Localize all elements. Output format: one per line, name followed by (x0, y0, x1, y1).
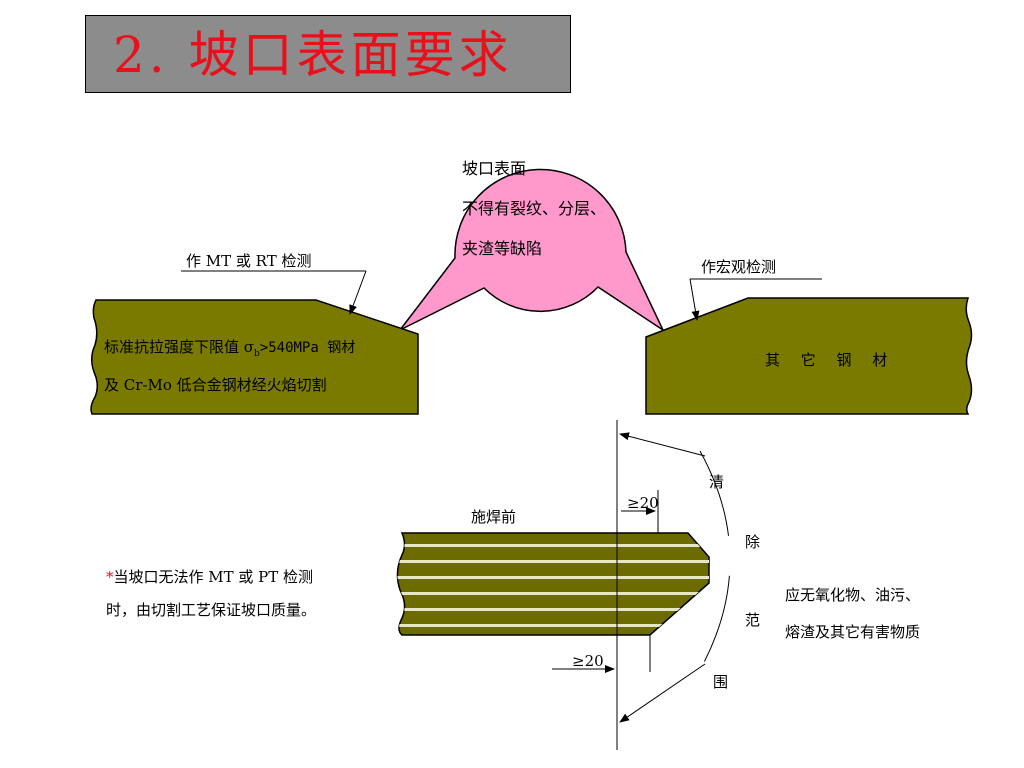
right-callout-leader (689, 278, 822, 321)
right-callout-label: 作宏观检测 (701, 258, 777, 276)
speech-bubble (399, 168, 665, 333)
cleaning-range-char-1: 清 (709, 473, 725, 491)
note-line-2: 时，由切割工艺保证坡口质量。 (106, 601, 317, 619)
cleaning-range-arrow-bottom (619, 663, 706, 723)
bubble-line-1: 坡口表面 (462, 159, 527, 178)
cleaning-range-char-4: 围 (713, 673, 729, 691)
left-block-line-1: 标准抗拉强度下限值 σb>540MPa 钢材 (104, 338, 356, 359)
plate-stripe-1 (397, 544, 709, 547)
top-dimension (621, 490, 659, 533)
bottom-dimension (552, 635, 651, 673)
before-welding-label: 施焊前 (471, 508, 517, 526)
cleaning-range-char-3: 范 (745, 611, 761, 629)
left-callout-leader (181, 270, 367, 315)
cleaning-range-char-2: 除 (745, 533, 761, 551)
plate-stripe-2 (397, 560, 709, 563)
cleaning-range-arrow-top (619, 432, 706, 457)
bubble-line-2: 不得有裂纹、分层、 (462, 199, 607, 218)
dimension-bottom-label: ≥20 (572, 652, 604, 670)
note-line-1: *当坡口无法作 MT 或 PT 检测 (106, 568, 314, 586)
dimension-top-label: ≥20 (627, 494, 659, 512)
plate-stripe-3 (397, 576, 709, 579)
title-box (85, 15, 571, 93)
bevelled-plate (396, 532, 710, 636)
left-callout-label: 作 MT 或 RT 检测 (186, 252, 312, 270)
right-block-label: 其 它 钢 材 (765, 351, 896, 369)
plate-stripe-6 (397, 624, 709, 627)
cleaning-range-arc (699, 450, 731, 671)
right-steel-block (645, 297, 973, 415)
left-steel-block (90, 299, 419, 415)
bubble-line-3: 夹渣等缺陷 (462, 239, 543, 258)
left-block-line-2: 及 Cr-Mo 低合金钢材经火焰切割 (104, 376, 327, 394)
clean-requirement-line-1: 应无氧化物、油污、 (785, 586, 921, 604)
clean-requirement-line-2: 熔渣及其它有害物质 (785, 623, 921, 641)
plate-stripe-5 (397, 608, 709, 611)
plate-stripe-4 (397, 592, 709, 595)
page-title: 2. 坡口表面要求 (113, 26, 513, 84)
